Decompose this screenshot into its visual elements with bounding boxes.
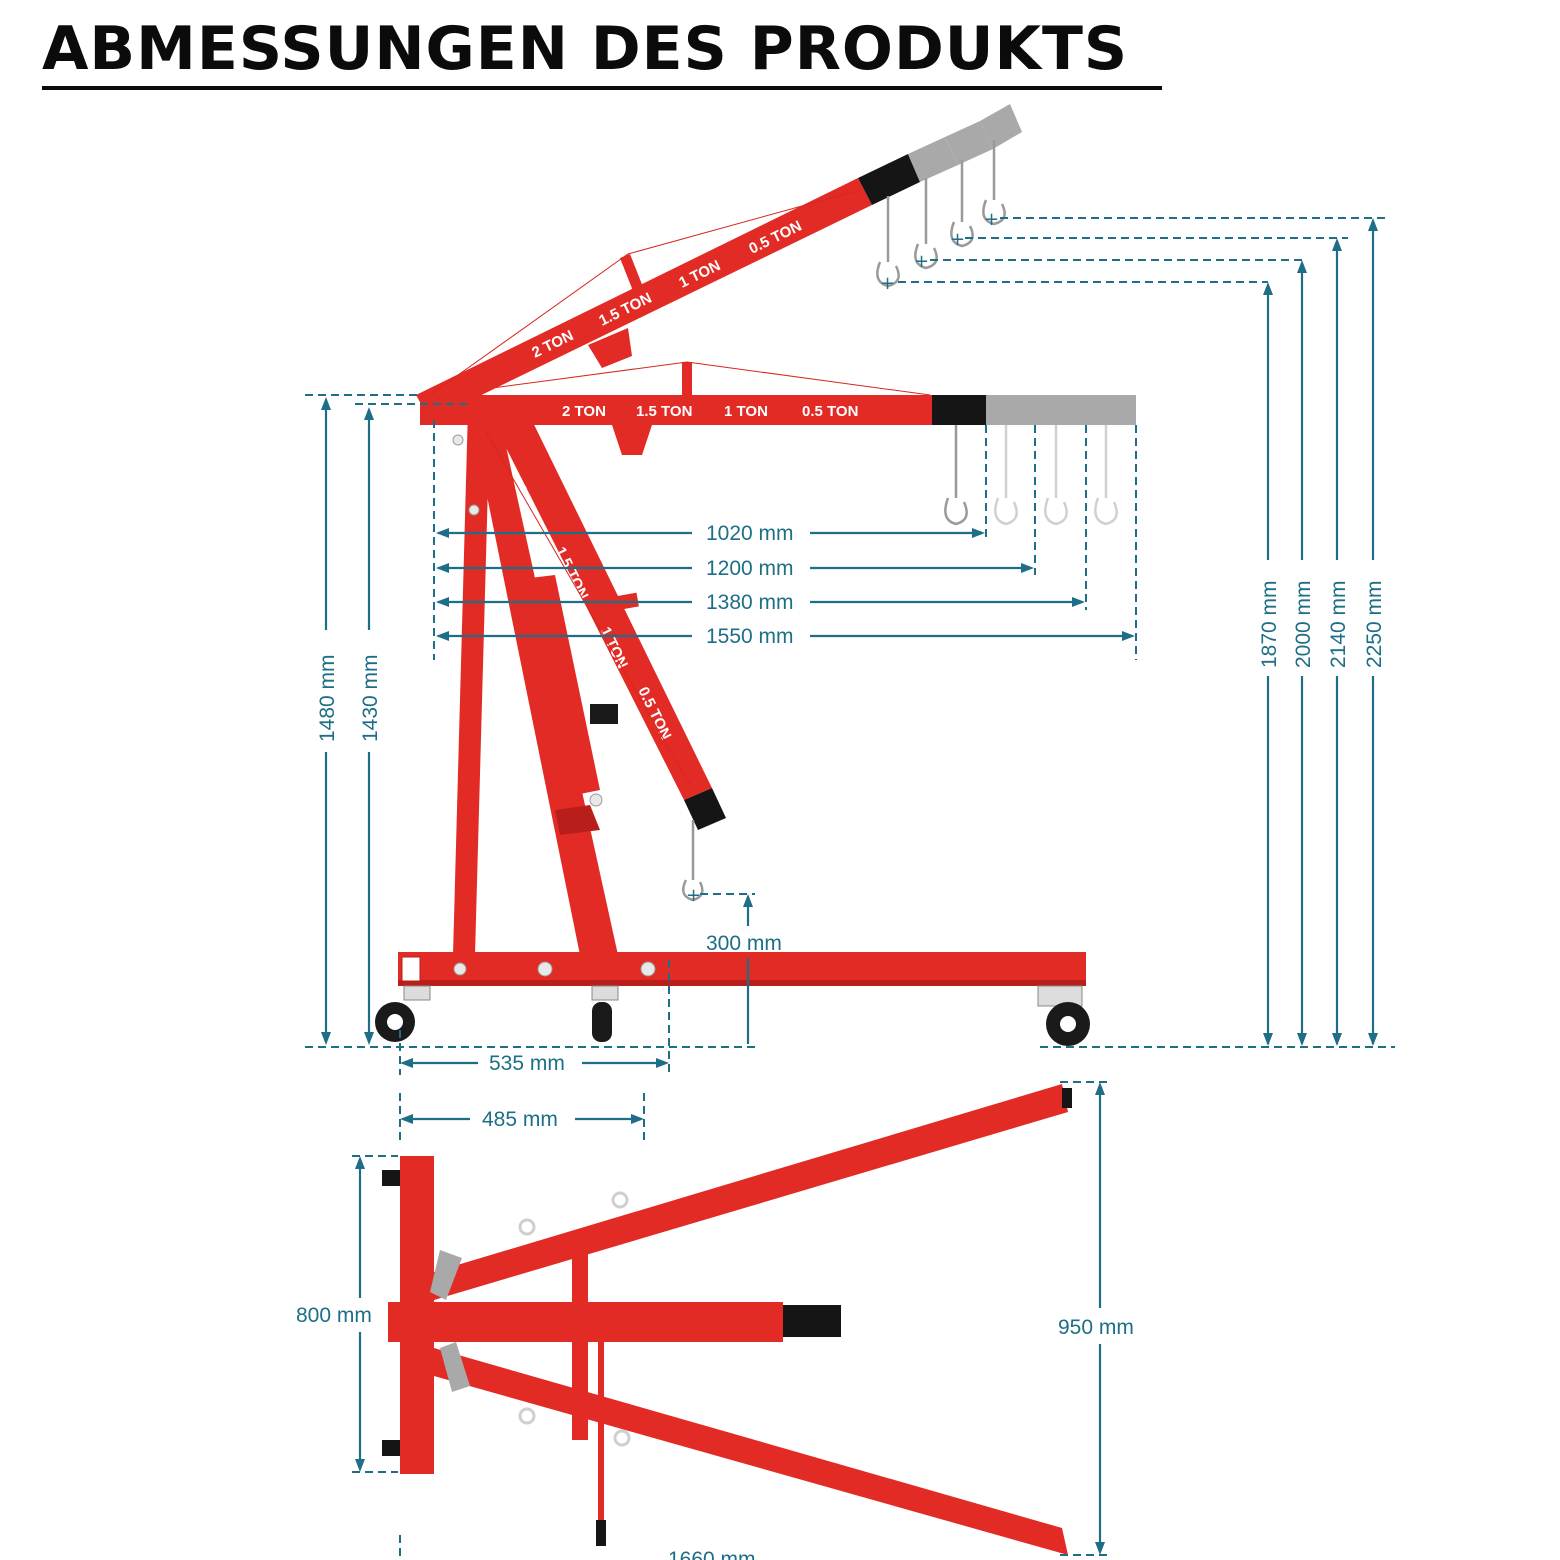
extension-raised-1 — [908, 137, 958, 182]
boom-raised-wire — [429, 189, 861, 396]
mast-bolt — [468, 504, 480, 516]
title-underline — [42, 86, 1162, 90]
extension-3 — [1086, 395, 1136, 425]
ram-bolt — [589, 793, 603, 807]
dim-800: 800 mm — [296, 1304, 372, 1327]
boom-horizontal-wire — [439, 361, 931, 396]
mast-bolt — [452, 434, 464, 446]
dim-535: 535 mm — [489, 1052, 565, 1075]
boom-raised-post — [620, 254, 645, 296]
top-leg-upper-wheel — [1062, 1088, 1072, 1108]
dim-2250: 2250 mm — [1363, 580, 1386, 668]
dim-2000: 2000 mm — [1292, 580, 1315, 668]
ram-base — [555, 805, 600, 835]
dim-1200: 1200 mm — [706, 557, 794, 580]
boom-horizontal-post — [682, 362, 692, 395]
hydraulic-ram — [530, 575, 600, 795]
boom-lowered-cap — [684, 788, 726, 830]
caster-left — [375, 985, 431, 1042]
caster-right — [1037, 985, 1090, 1046]
top-cross-strut — [572, 1250, 588, 1440]
base-bolt — [453, 962, 467, 976]
page-title: ABMESSUNGEN DES PRODUKTS — [42, 14, 1129, 84]
svg-text:+: + — [950, 229, 965, 250]
top-center-boom-cap — [783, 1305, 841, 1337]
dim-2140: 2140 mm — [1327, 580, 1350, 668]
extension-raised-3 — [980, 104, 1022, 149]
base-leg-shadow — [398, 980, 1086, 986]
dim-1660: 1660 mm — [668, 1548, 756, 1560]
top-leg-lower — [434, 1348, 1068, 1555]
svg-text:+: + — [914, 251, 929, 272]
boom-horizontal-cap — [932, 395, 986, 425]
top-view: 485 mm 800 mm 950 mm 1660 mm — [296, 1081, 1134, 1560]
top-bracket — [440, 1342, 470, 1392]
side-view: 2 TON 1.5 TON 1 TON 0.5 TON 2 TON 1.5 TO… — [305, 104, 1395, 1075]
dim-300: 300 mm — [706, 932, 782, 955]
boom-horizontal-label-2t: 2 TON — [562, 403, 606, 420]
svg-text:+: + — [686, 885, 701, 906]
svg-text:+: + — [880, 273, 895, 294]
dim-1020: 1020 mm — [706, 522, 794, 545]
boom-horizontal-label-1t: 1 TON — [724, 403, 768, 420]
top-back-wheel — [382, 1170, 400, 1186]
extension-2 — [1036, 395, 1086, 425]
pump-lever-base — [590, 704, 618, 724]
caster-middle — [591, 985, 619, 1042]
boom-raised-cap — [858, 154, 920, 205]
boom-horizontal-lug — [612, 425, 652, 455]
top-pump-handle — [598, 1340, 604, 1540]
base-pin — [640, 961, 656, 977]
boom-horizontal-label-1-5t: 1.5 TON — [636, 403, 692, 420]
dim-1870: 1870 mm — [1258, 580, 1281, 668]
hooks-raised — [876, 140, 1006, 288]
boom-raised-lug — [588, 328, 632, 368]
boom-horizontal — [420, 395, 932, 425]
base-end-cap — [401, 956, 421, 982]
top-back-wheel — [382, 1440, 400, 1456]
top-leg-upper — [434, 1084, 1068, 1300]
extension-1 — [986, 395, 1036, 425]
dim-1550: 1550 mm — [706, 625, 794, 648]
boom-lowered-wire — [484, 429, 691, 786]
top-bracket — [430, 1250, 462, 1300]
boom-horizontal-label-0-5t: 0.5 TON — [802, 403, 858, 420]
mast — [453, 408, 490, 955]
base-pin — [537, 961, 553, 977]
hook-lowered — [681, 879, 704, 902]
dim-1430: 1430 mm — [359, 654, 382, 742]
dim-1380: 1380 mm — [706, 591, 794, 614]
svg-text:+: + — [984, 209, 999, 230]
top-pump-grip — [596, 1520, 606, 1546]
dim-950: 950 mm — [1058, 1316, 1134, 1339]
boom-raised — [416, 178, 872, 420]
dim-1480: 1480 mm — [316, 654, 339, 742]
dim-485: 485 mm — [482, 1108, 558, 1131]
extension-raised-2 — [945, 121, 993, 165]
hooks-horizontal — [944, 425, 1118, 526]
